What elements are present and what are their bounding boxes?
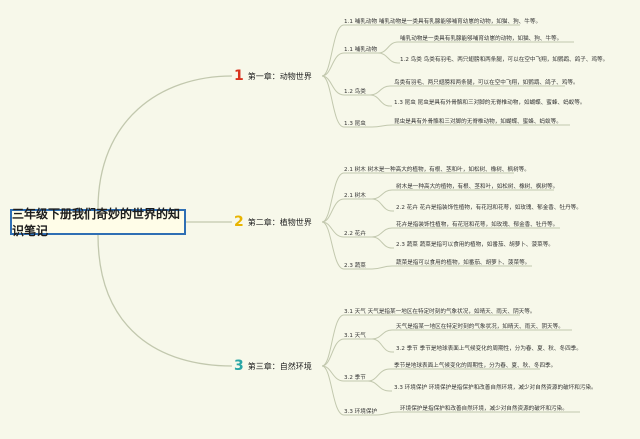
ch2-item-3[interactable]: 树木是一种高大的植物，有根、茎和叶，如松树、橡树、枫树等。 (396, 184, 559, 190)
ch3-item-9[interactable]: 环境保护是指保护和改善自然环境，减少对自然资源的破坏和污染。 (400, 406, 568, 412)
ch2-item-6[interactable]: 花卉是指装饰性植物，有花冠和花萼，如玫瑰、郁金香、牡丹等。 (396, 222, 559, 228)
chapter-3-title: 第三章：自然环境 (247, 361, 312, 371)
ch3-item-7[interactable]: 3.3 环境保护 环境保护是指保护和改善自然环境，减少对自然资源的破坏和污染。 (394, 385, 597, 391)
chapter-2-title: 第二章：植物世界 (247, 217, 312, 227)
ch3-item-5[interactable]: 3.2 季节 (344, 375, 366, 381)
chapter-3-number: 3 (234, 358, 244, 374)
ch2-item-2[interactable]: 2.1 树木 (344, 193, 366, 199)
ch2-item-8[interactable]: 2.3 蔬菜 (344, 263, 366, 269)
chapter-3-topic[interactable]: 3 第三章：自然环境 (233, 357, 315, 375)
ch1-item-6[interactable]: 鸟类有羽毛、两只翅膀和两条腿，可以在空中飞翔，如鹦鹉、鸽子、鸡等。 (394, 80, 579, 86)
ch3-item-1[interactable]: 3.1 天气 天气是指某一地区在特定时刻的气象状况，如晴天、雨天、阴天等。 (344, 309, 536, 315)
connector-root-ch1 (97, 75, 233, 210)
ch3-item-6[interactable]: 季节是地球表面上气候变化的周期性，分为春、夏、秋、冬四季。 (394, 363, 557, 369)
ch1-item-3[interactable]: 哺乳动物是一类具有乳腺能够哺育幼崽的动物，如猫、狗、牛等。 (400, 36, 563, 42)
ch3-item-8[interactable]: 3.3 环境保护 (344, 409, 378, 415)
ch2-item-9[interactable]: 蔬菜是指可以食用的植物，如番茄、胡萝卜、菠菜等。 (396, 260, 531, 266)
ch3-branches (321, 314, 580, 416)
chapter-1-topic[interactable]: 1 第一章：动物世界 (233, 67, 315, 85)
ch1-item-8[interactable]: 1.3 昆虫 (344, 121, 366, 127)
ch1-item-7[interactable]: 1.3 昆虫 昆虫是具有外骨骼和三对脚的无脊椎动物，如蝴蝶、蜜蜂、蚂蚁等。 (394, 100, 586, 106)
ch3-item-2[interactable]: 3.1 天气 (344, 333, 366, 339)
chapter-2-topic[interactable]: 2 第二章：植物世界 (233, 213, 315, 231)
ch2-item-7[interactable]: 2.3 蔬菜 蔬菜是指可以食用的植物，如番茄、胡萝卜、菠菜等。 (396, 242, 554, 248)
chapter-2-number: 2 (234, 214, 244, 230)
ch2-item-1[interactable]: 2.1 树木 树木是一种高大的植物，有根、茎和叶，如松树、橡树、枫树等。 (344, 167, 530, 173)
ch2-item-4[interactable]: 2.2 花卉 花卉是指装饰性植物，有花冠和花萼，如玫瑰、郁金香、牡丹等。 (396, 205, 582, 211)
chapter-1-number: 1 (234, 68, 244, 84)
ch1-item-4[interactable]: 1.2 鸟类 鸟类有羽毛、两只翅膀和两条腿，可以在空中飞翔，如鹦鹉、鸽子、鸡等。 (400, 57, 609, 63)
chapter-1-title: 第一章：动物世界 (247, 71, 312, 81)
ch1-item-2[interactable]: 1.1 哺乳动物 (344, 47, 378, 53)
root-topic[interactable]: 三年级下册我们奇妙的世界的知识笔记 (10, 207, 186, 238)
ch2-item-5[interactable]: 2.2 花卉 (344, 231, 366, 237)
ch2-branches (321, 172, 560, 270)
ch3-item-4[interactable]: 3.2 季节 季节是地球表面上气候变化的周期性，分为春、夏、秋、冬四季。 (396, 346, 582, 352)
ch1-item-5[interactable]: 1.2 鸟类 (344, 89, 366, 95)
ch1-item-9[interactable]: 昆虫是具有外骨骼和三对脚的无脊椎动物，如蝴蝶、蜜蜂、蚂蚁等。 (394, 119, 562, 125)
ch3-item-3[interactable]: 天气是指某一地区在特定时刻的气象状况，如晴天、雨天、阴天等。 (396, 324, 564, 330)
ch1-branches (321, 24, 574, 128)
connector-root-ch3 (97, 234, 233, 367)
ch1-item-1[interactable]: 1.1 哺乳动物 哺乳动物是一类具有乳腺能够哺育幼崽的动物，如猫、狗、牛等。 (344, 19, 542, 25)
